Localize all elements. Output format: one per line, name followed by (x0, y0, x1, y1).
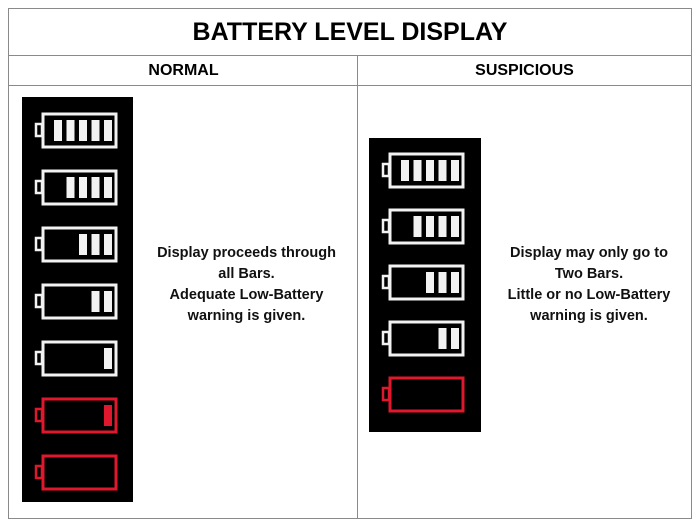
column-header-normal: NORMAL (9, 56, 358, 86)
description-line: warning is given. (187, 308, 306, 324)
battery-body (388, 376, 465, 413)
battery-bar (104, 234, 112, 255)
battery-terminal (34, 236, 44, 252)
description-line: Adequate Low-Battery (169, 287, 324, 303)
description-line: all Bars. (218, 266, 275, 282)
battery-terminal (34, 407, 44, 423)
battery-icon (34, 226, 118, 263)
battery-bar (413, 216, 422, 237)
battery-body (41, 340, 118, 377)
battery-icon (34, 112, 118, 149)
description-line: Little or no Low-Battery (507, 287, 671, 303)
suspicious-description: Display may only go to Two Bars. Little … (489, 243, 689, 327)
battery-icon (34, 397, 118, 434)
battery-body (41, 454, 118, 491)
battery-bar (438, 216, 447, 237)
battery-body (41, 283, 118, 320)
battery-icon (381, 208, 465, 245)
battery-bar (79, 234, 87, 255)
battery-bar (451, 216, 459, 237)
battery-bar (451, 328, 459, 349)
column-divider (357, 56, 358, 519)
battery-body (41, 169, 118, 206)
battery-bar (438, 160, 447, 181)
description-line: Display may only go to (510, 245, 668, 261)
battery-bar (426, 272, 434, 293)
battery-icon (34, 454, 118, 491)
battery-terminal (34, 350, 44, 366)
description-line: warning is given. (530, 308, 648, 324)
description-line: Two Bars. (554, 266, 624, 282)
battery-bar (54, 120, 62, 141)
battery-bar (426, 160, 434, 181)
battery-bar (91, 234, 100, 255)
battery-terminal (381, 274, 391, 290)
battery-bar (438, 328, 447, 349)
battery-icon (34, 340, 118, 377)
battery-bar (451, 160, 459, 181)
battery-terminal (381, 162, 391, 178)
battery-bar (451, 272, 459, 293)
battery-icon (34, 169, 118, 206)
battery-terminal (34, 179, 44, 195)
battery-body (388, 264, 465, 301)
battery-terminal (34, 293, 44, 309)
battery-body (41, 397, 118, 434)
battery-terminal (381, 330, 391, 346)
battery-terminal (34, 464, 44, 480)
battery-icon (34, 283, 118, 320)
battery-bar (401, 160, 409, 181)
battery-body (41, 226, 118, 263)
battery-bar (104, 291, 112, 312)
battery-bar (79, 177, 87, 198)
battery-bar (413, 160, 422, 181)
suspicious-battery-display (369, 138, 481, 432)
battery-body (388, 208, 465, 245)
battery-bar (91, 120, 100, 141)
battery-level-table: BATTERY LEVEL DISPLAY NORMAL SUSPICIOUS … (8, 8, 692, 519)
battery-bar (66, 120, 75, 141)
battery-terminal (381, 386, 391, 402)
battery-bar (79, 120, 87, 141)
column-header-suspicious: SUSPICIOUS (358, 56, 691, 86)
battery-terminal (34, 122, 44, 138)
battery-bar (438, 272, 447, 293)
battery-icon (381, 264, 465, 301)
battery-bar (91, 177, 100, 198)
battery-icon (381, 152, 465, 189)
battery-bar (104, 120, 112, 141)
normal-description: Display proceeds through all Bars. Adequ… (139, 243, 354, 327)
description-line: Display proceeds through (157, 245, 336, 261)
battery-bar (104, 177, 112, 198)
battery-bar (104, 348, 112, 369)
battery-terminal (381, 218, 391, 234)
battery-icon (381, 320, 465, 357)
battery-icon (381, 376, 465, 413)
battery-bar (426, 216, 434, 237)
normal-battery-display (22, 97, 133, 502)
battery-bar (104, 405, 112, 426)
battery-body (388, 152, 465, 189)
battery-bar (66, 177, 75, 198)
battery-body (388, 320, 465, 357)
battery-bar (91, 291, 100, 312)
battery-body (41, 112, 118, 149)
table-title: BATTERY LEVEL DISPLAY (9, 9, 691, 56)
